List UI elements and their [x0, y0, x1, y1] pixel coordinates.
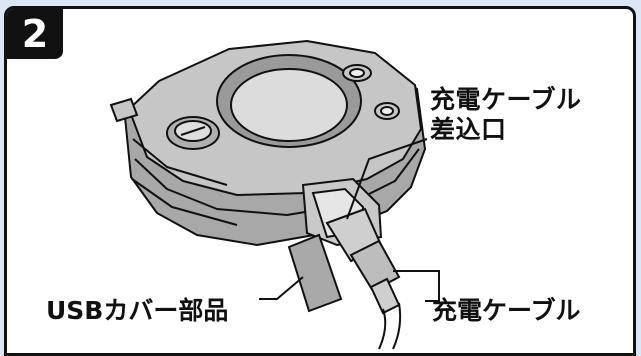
leader-usb-cover [259, 276, 304, 300]
leader-lines [259, 138, 440, 302]
top-bump [342, 64, 400, 120]
left-screw [166, 116, 220, 150]
charge-port-label-line2: 差込口 [430, 115, 507, 144]
usb-cover-part [287, 233, 343, 313]
instruction-panel: 2 [4, 6, 636, 356]
device-illustration [109, 40, 440, 350]
charge-port-label: 充電ケーブル 差込口 [430, 85, 582, 145]
center-window [216, 54, 362, 148]
leader-charge-port [346, 138, 428, 220]
charge-cable-label: 充電ケーブル [432, 296, 581, 325]
step-number: 2 [21, 12, 49, 56]
usb-cover-label: USBカバー部品 [46, 296, 229, 325]
side-stub [109, 97, 139, 123]
leader-charge-cable [393, 270, 440, 302]
step-badge: 2 [7, 9, 63, 59]
charge-cable-plug [325, 207, 402, 350]
charge-port-label-line1: 充電ケーブル [430, 85, 582, 114]
